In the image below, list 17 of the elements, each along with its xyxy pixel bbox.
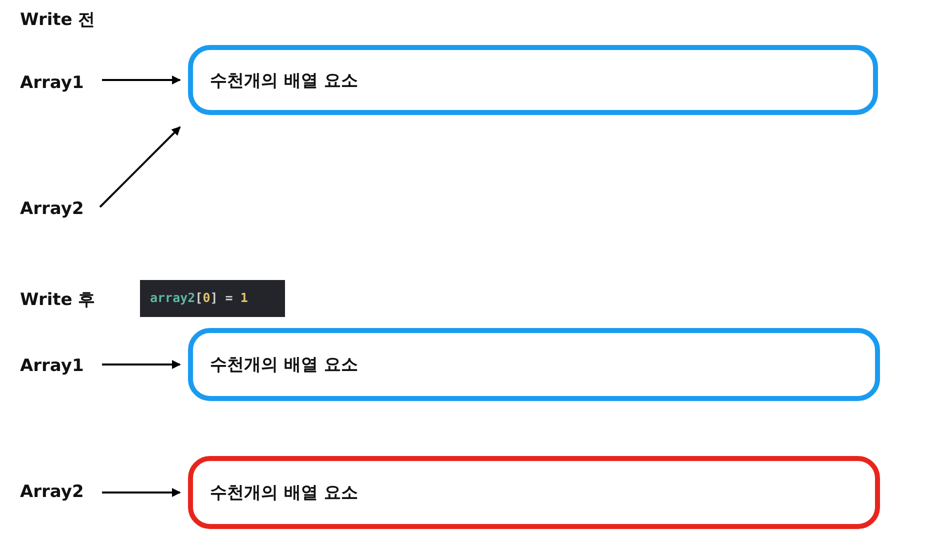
variable-label: Array1: [20, 70, 92, 96]
variable-label: Array2: [20, 479, 92, 505]
arrow: [102, 488, 181, 497]
code-snippet: array2[0] = 1: [140, 280, 285, 317]
section-heading: Write 후: [20, 289, 96, 311]
section-heading: Write 전: [20, 9, 96, 31]
arrow: [102, 360, 181, 369]
rounded-box: [188, 328, 880, 401]
arrow: [99, 126, 181, 208]
variable-label: Array2: [20, 196, 92, 222]
variable-label: Array1: [20, 353, 92, 379]
box-text: 수천개의 배열 요소: [210, 70, 358, 92]
box-text: 수천개의 배열 요소: [210, 354, 358, 376]
rounded-box: [188, 456, 880, 529]
box-text: 수천개의 배열 요소: [210, 482, 358, 504]
arrow: [102, 76, 181, 84]
rounded-box: [188, 45, 878, 115]
